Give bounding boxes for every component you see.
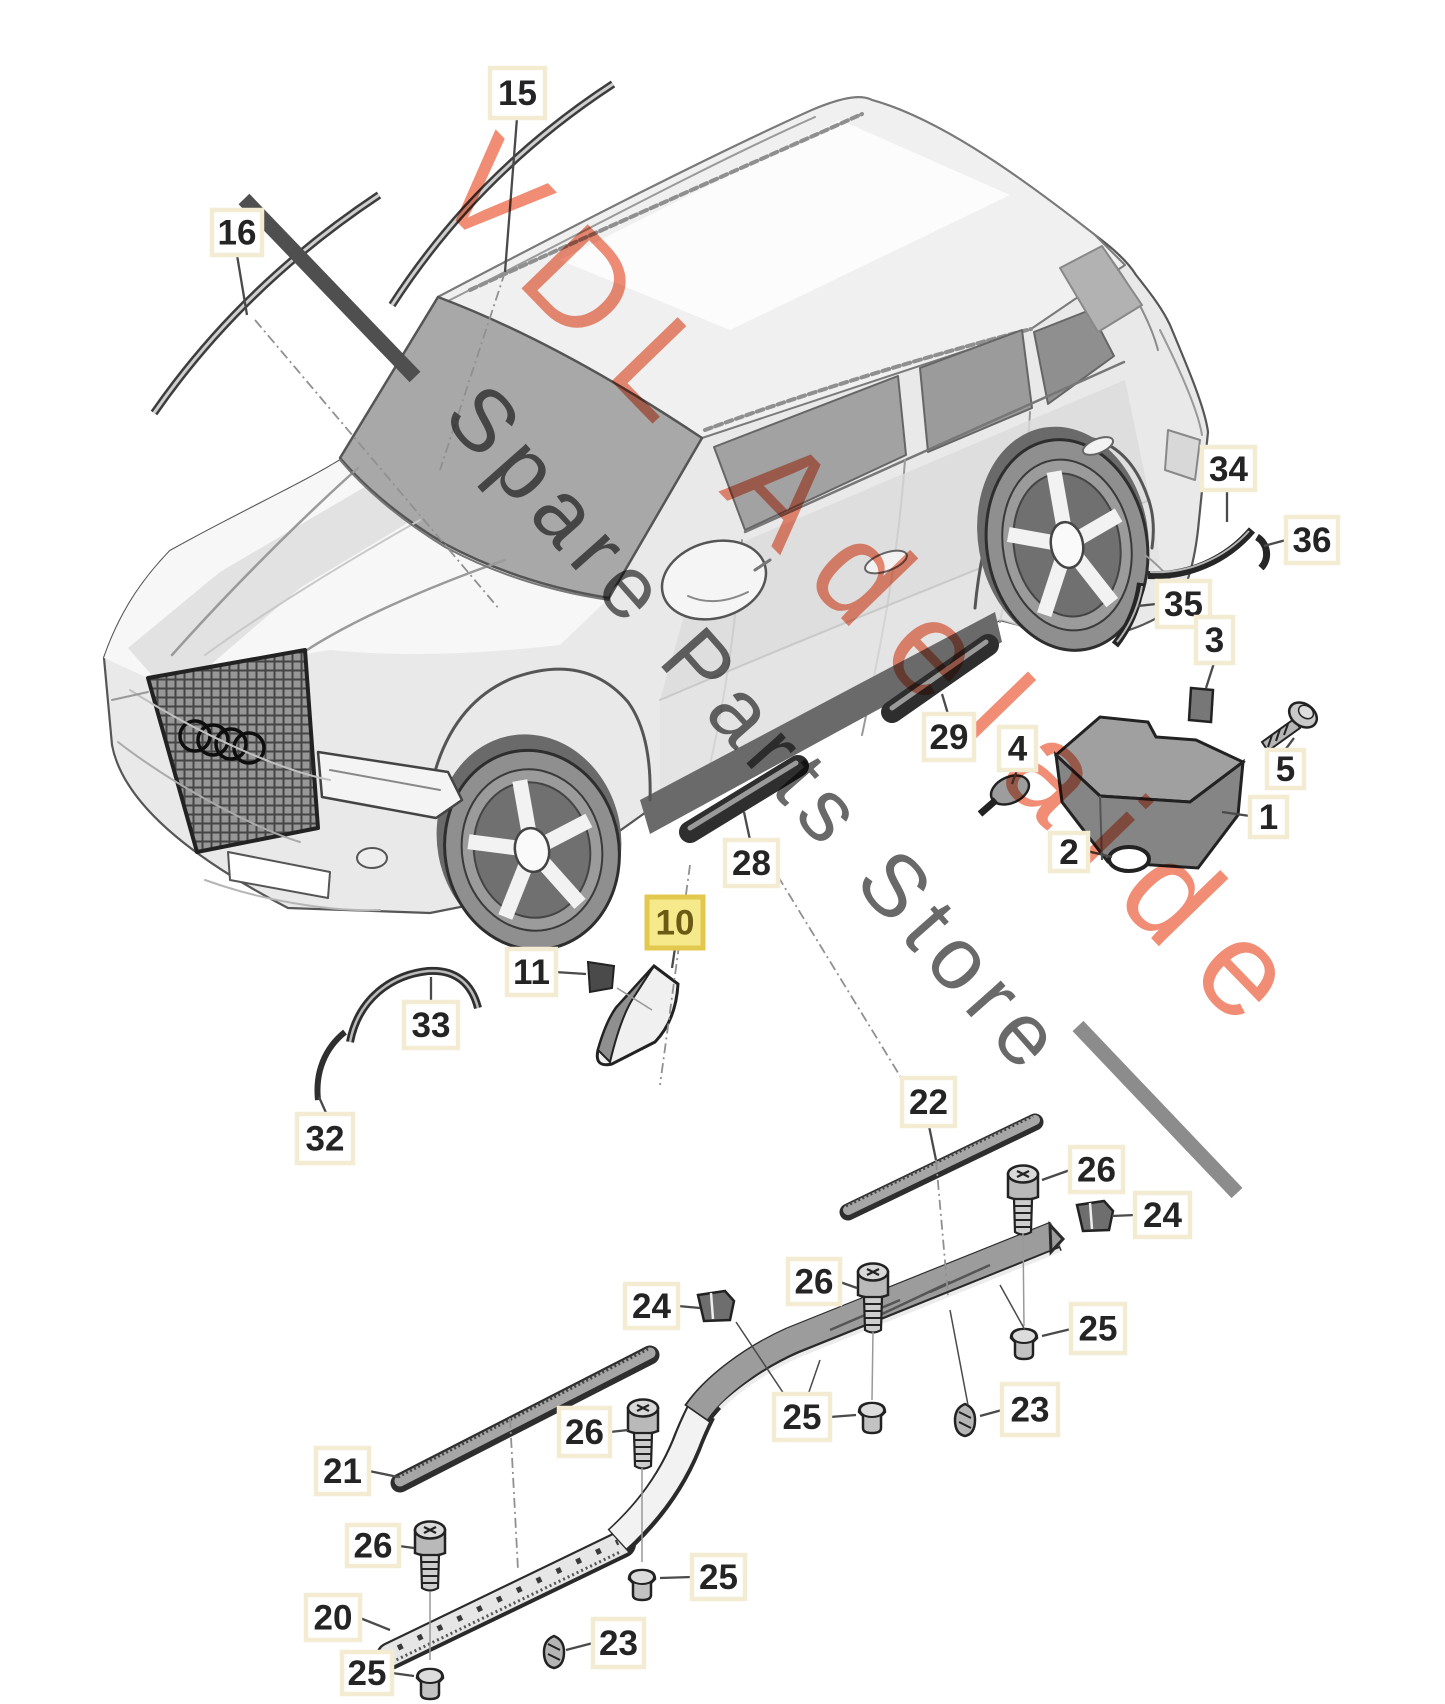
- svg-text:23: 23: [599, 1624, 638, 1663]
- svg-text:26: 26: [354, 1527, 393, 1566]
- svg-text:32: 32: [306, 1120, 345, 1159]
- svg-text:26: 26: [795, 1263, 834, 1302]
- svg-text:33: 33: [412, 1006, 451, 1045]
- svg-text:25: 25: [348, 1654, 387, 1693]
- svg-text:23: 23: [1011, 1391, 1050, 1430]
- svg-text:2: 2: [1059, 833, 1078, 872]
- svg-text:24: 24: [1143, 1196, 1182, 1235]
- svg-text:22: 22: [909, 1083, 948, 1122]
- svg-text:28: 28: [732, 844, 771, 883]
- svg-text:24: 24: [632, 1287, 671, 1326]
- svg-text:10: 10: [656, 904, 695, 943]
- svg-text:11: 11: [513, 953, 550, 992]
- svg-text:26: 26: [1077, 1151, 1116, 1190]
- svg-text:21: 21: [323, 1452, 362, 1491]
- svg-text:16: 16: [218, 214, 257, 253]
- svg-text:4: 4: [1008, 730, 1028, 769]
- svg-text:15: 15: [498, 74, 537, 113]
- svg-text:1: 1: [1259, 798, 1278, 837]
- svg-text:26: 26: [565, 1413, 604, 1452]
- svg-text:34: 34: [1209, 450, 1248, 489]
- svg-text:3: 3: [1205, 621, 1224, 660]
- svg-text:36: 36: [1293, 521, 1332, 560]
- svg-text:20: 20: [314, 1599, 353, 1638]
- svg-text:29: 29: [930, 718, 969, 757]
- svg-text:25: 25: [1079, 1310, 1118, 1349]
- svg-text:25: 25: [699, 1558, 738, 1597]
- svg-text:25: 25: [783, 1398, 822, 1437]
- svg-text:5: 5: [1276, 750, 1295, 789]
